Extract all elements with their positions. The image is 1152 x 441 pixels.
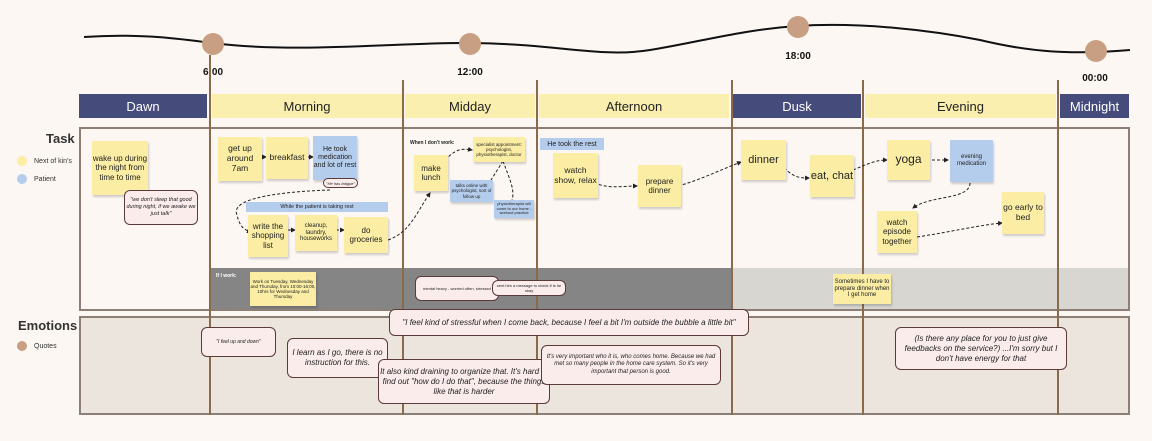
divider-18	[731, 80, 733, 415]
note-mental-heavy: mental heavy - worried often, stressed	[415, 276, 499, 301]
legend-quotes-dot	[17, 341, 27, 351]
work-band-light	[733, 268, 1128, 309]
phase-midday: Midday	[405, 94, 535, 118]
bar-took-rest: He took the rest	[540, 138, 604, 150]
sticky-evening-med: evening medication	[950, 140, 993, 182]
timeline-dot-6	[202, 33, 224, 55]
sticky-eat-chat: eat, chat	[810, 155, 854, 197]
quote-learn: I learn as I go, there is no instruction…	[287, 338, 388, 378]
label-if-i-work: If I work:	[216, 273, 237, 279]
sticky-talks-online: talks online with psychologist, sort of …	[450, 180, 493, 202]
sticky-physio: physiotherapist will come to our home - …	[494, 200, 534, 218]
sticky-wake-up: wake up during the night from time to ti…	[92, 141, 148, 195]
phase-afternoon: Afternoon	[539, 94, 729, 118]
quote-sleep: "we don't sleep that good during night, …	[124, 190, 198, 225]
divider-6	[209, 55, 211, 415]
time-label-12: 12:00	[457, 67, 483, 78]
legend-blue-dot	[17, 174, 27, 184]
sticky-prepare-dinner: prepare dinner	[638, 165, 681, 207]
divider-15	[536, 80, 538, 415]
sticky-sometimes: Sometimes I have to prepare dinner when …	[833, 274, 891, 304]
legend-patient: Patient	[34, 176, 56, 183]
timeline-dot-18	[787, 16, 809, 38]
quote-important: It's very important who it is, who comes…	[541, 345, 721, 385]
sticky-groceries: do groceries	[344, 217, 388, 253]
time-label-6: 6:00	[202, 67, 223, 78]
phase-morning: Morning	[212, 94, 402, 118]
timeline-dot-0	[1085, 40, 1107, 62]
sticky-shopping: write the shopping list	[248, 215, 288, 257]
sticky-go-bed: go early to bed	[1002, 192, 1044, 234]
quote-draining: It also kind draining to organize that. …	[378, 359, 550, 404]
section-emotions-label: Emotions	[18, 318, 78, 333]
sticky-specialist: specialist appointment: psychologist, ph…	[473, 137, 525, 162]
phase-midnight: Midnight	[1060, 94, 1129, 118]
phase-dawn: Dawn	[79, 94, 207, 118]
phase-dusk: Dusk	[733, 94, 861, 118]
quote-fatigue: "He has fatigue"	[323, 178, 358, 188]
time-label-0: 00:00	[1082, 73, 1108, 84]
divider-0	[1057, 80, 1059, 415]
section-task-label: Task	[46, 131, 75, 146]
quote-stressful: "I feel kind of stressful when I come ba…	[389, 309, 749, 336]
sticky-breakfast: breakfast	[266, 137, 308, 179]
label-when-dont-work: When I don't work:	[410, 140, 455, 146]
phase-evening: Evening	[865, 94, 1056, 118]
sticky-make-lunch: make lunch	[414, 155, 448, 191]
sticky-yoga: yoga	[887, 140, 930, 180]
sticky-cleanup: cleanup, laundry, houseworks	[295, 215, 337, 251]
sticky-work-schedule: Work on Tuesday, Wednesday and Thursday,…	[250, 272, 316, 306]
legend-yellow-dot	[17, 156, 27, 166]
legend-next-of-kin: Next of kin's	[34, 158, 72, 165]
divider-12	[402, 80, 404, 415]
divider-21	[862, 80, 864, 415]
bar-while-rest: While the patient is taking rest	[246, 202, 388, 212]
quote-feedback: (Is there any place for you to just give…	[895, 327, 1067, 370]
quote-fed-up: "I feel up and down"	[201, 327, 276, 357]
sticky-watch-show: watch show, relax	[553, 153, 598, 198]
sticky-watch-episode: watch episode together	[877, 211, 917, 253]
sticky-get-up: get up around 7am	[218, 137, 262, 181]
note-send-message: sent him a message to check if is he oka…	[492, 280, 566, 296]
timeline-dot-12	[459, 33, 481, 55]
legend-quotes: Quotes	[34, 343, 57, 350]
time-label-18: 18:00	[785, 51, 811, 62]
sticky-dinner: dinner	[741, 140, 786, 180]
sticky-medication: He took medication and lot of rest	[313, 136, 357, 180]
